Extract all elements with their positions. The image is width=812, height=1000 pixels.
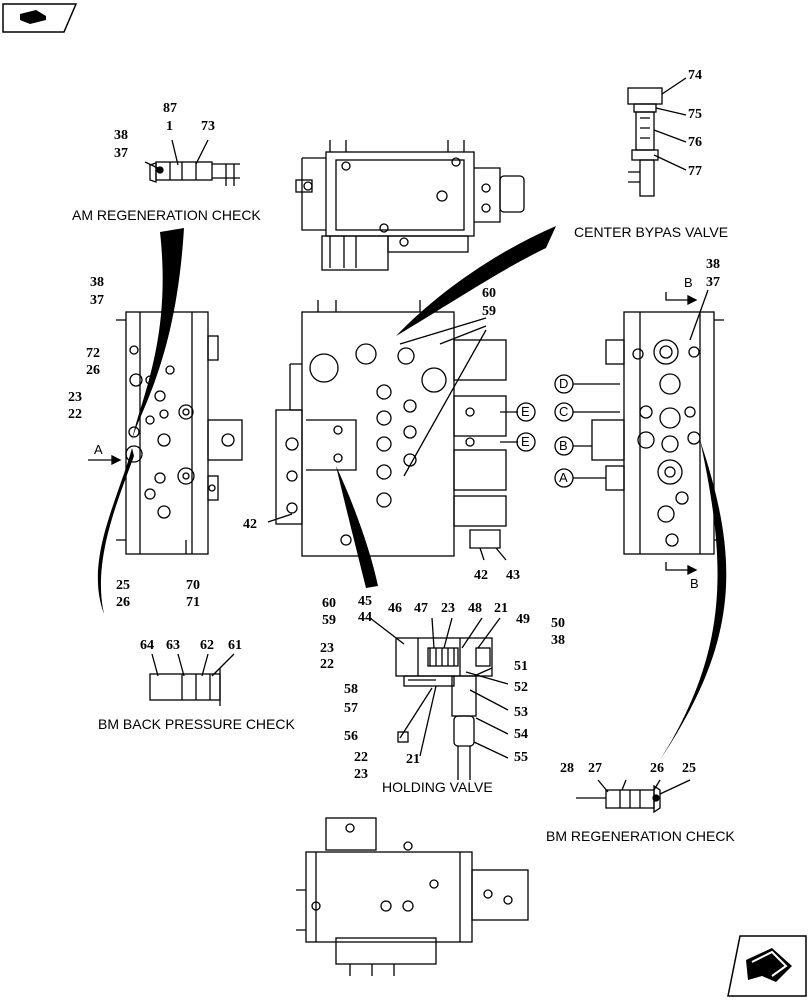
bm-back-pressure-check-caption: BM BACK PRESSURE CHECK bbox=[98, 716, 295, 732]
part-number: 23 bbox=[320, 641, 334, 656]
center-valve-front-view bbox=[267, 300, 518, 561]
bm-regeneration-check-part bbox=[576, 779, 691, 814]
part-number: 59 bbox=[322, 613, 336, 628]
part-number: 60 bbox=[322, 596, 336, 611]
section-a-label: A bbox=[94, 442, 103, 457]
part-number: 55 bbox=[514, 750, 528, 765]
part-number: 26 bbox=[650, 761, 664, 776]
part-number: 54 bbox=[514, 727, 528, 742]
back-nav-icon[interactable] bbox=[2, 3, 78, 33]
part-number: 53 bbox=[514, 705, 528, 720]
bm-back-pressure-check-part bbox=[149, 653, 235, 706]
forward-nav-icon[interactable] bbox=[727, 935, 807, 997]
part-number: 38 bbox=[551, 633, 565, 648]
part-number: 44 bbox=[358, 610, 372, 625]
part-number: 37 bbox=[706, 275, 720, 290]
part-number: 73 bbox=[201, 119, 215, 134]
part-number: 62 bbox=[200, 638, 214, 653]
center-bypass-valve-part bbox=[627, 77, 687, 197]
part-number: 72 bbox=[86, 346, 100, 361]
part-number: 21 bbox=[406, 752, 420, 767]
holding-valve-section bbox=[369, 617, 509, 780]
part-number: 45 bbox=[358, 594, 372, 609]
part-number: 76 bbox=[688, 135, 702, 150]
part-number: 37 bbox=[90, 293, 104, 308]
part-number: 52 bbox=[514, 680, 528, 695]
am-regeneration-check-caption: AM REGENERATION CHECK bbox=[72, 207, 261, 223]
part-number: 21 bbox=[494, 601, 508, 616]
part-number: 74 bbox=[688, 68, 702, 83]
left-valve-side-view bbox=[116, 311, 243, 555]
part-number: 49 bbox=[516, 612, 530, 627]
part-number: 28 bbox=[560, 761, 574, 776]
bottom-valve-housing-view bbox=[296, 817, 529, 976]
port-e-label: E bbox=[521, 434, 530, 449]
part-number: 47 bbox=[414, 601, 428, 616]
port-b-label: B bbox=[559, 438, 568, 453]
part-number: 48 bbox=[468, 601, 482, 616]
part-number: 22 bbox=[354, 750, 368, 765]
part-number: 50 bbox=[551, 616, 565, 631]
part-number: 64 bbox=[140, 638, 154, 653]
part-number: 25 bbox=[682, 761, 696, 776]
port-e-label: E bbox=[521, 404, 530, 419]
part-number: 27 bbox=[588, 761, 602, 776]
port-d-label: D bbox=[559, 376, 569, 391]
part-number: 63 bbox=[166, 638, 180, 653]
part-number: 1 bbox=[166, 119, 173, 134]
bm-regeneration-check-caption: BM REGENERATION CHECK bbox=[546, 828, 735, 844]
part-number: 23 bbox=[68, 390, 82, 405]
top-valve-housing-view bbox=[295, 140, 525, 271]
part-number: 70 bbox=[186, 578, 200, 593]
part-number: 61 bbox=[228, 638, 242, 653]
part-number: 38 bbox=[114, 128, 128, 143]
part-number: 37 bbox=[114, 146, 128, 161]
part-number: 23 bbox=[441, 601, 455, 616]
part-number: 51 bbox=[514, 659, 528, 674]
section-b-label-bottom: B bbox=[690, 576, 699, 591]
right-valve-side-view bbox=[591, 289, 724, 555]
part-number: 87 bbox=[163, 101, 177, 116]
part-number: 25 bbox=[116, 578, 130, 593]
section-markers bbox=[88, 292, 698, 576]
part-number: 77 bbox=[688, 164, 702, 179]
port-c-label: C bbox=[559, 404, 569, 419]
center-bypass-valve-caption: CENTER BYPAS VALVE bbox=[574, 224, 729, 240]
part-number: 38 bbox=[90, 275, 104, 290]
part-number: 75 bbox=[688, 107, 702, 122]
port-callouts bbox=[516, 374, 620, 488]
part-number: 42 bbox=[474, 568, 488, 583]
section-b-label-top: B bbox=[684, 275, 693, 290]
part-number: 46 bbox=[388, 601, 402, 616]
part-number: 57 bbox=[344, 701, 358, 716]
pointer-swooshes bbox=[97, 226, 727, 760]
am-regeneration-check-part bbox=[144, 139, 240, 186]
port-a-label: A bbox=[559, 470, 568, 485]
part-number: 38 bbox=[706, 257, 720, 272]
part-number: 59 bbox=[482, 304, 496, 319]
part-number: 56 bbox=[344, 729, 358, 744]
part-number: 58 bbox=[344, 682, 358, 697]
holding-valve-caption: HOLDING VALVE bbox=[382, 779, 493, 795]
part-number: 23 bbox=[354, 767, 368, 782]
part-number: 42 bbox=[243, 517, 257, 532]
part-number: 43 bbox=[506, 568, 520, 583]
part-number: 26 bbox=[86, 363, 100, 378]
part-number: 22 bbox=[320, 657, 334, 672]
part-number: 60 bbox=[482, 286, 496, 301]
part-number: 22 bbox=[68, 407, 82, 422]
part-number: 71 bbox=[186, 595, 200, 610]
part-number: 26 bbox=[116, 595, 130, 610]
